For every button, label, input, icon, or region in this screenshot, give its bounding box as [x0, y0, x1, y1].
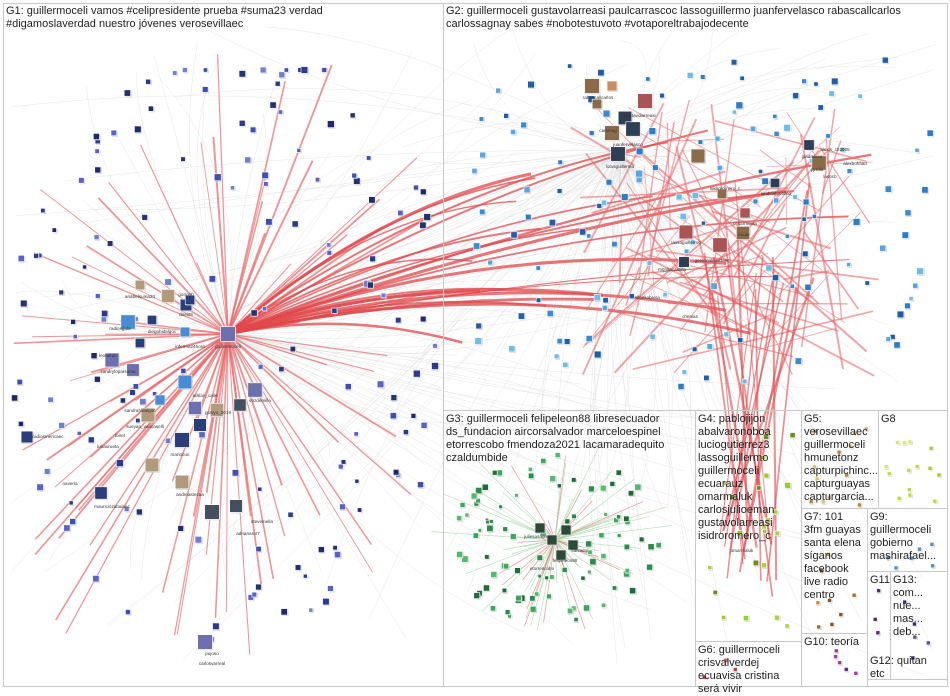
group-label-g4: G4: pablojijon abalvaronoboa luciogutier… — [698, 413, 800, 543]
group-label-g13: G13: com... nue... mas... deb... — [893, 574, 947, 639]
group-label-g11: G11 — [870, 574, 890, 587]
group-label-g9: G9: guillermoceli gobierno mashirafael..… — [870, 511, 946, 563]
group-label-g6: G6: guillermoceli crisvalverdej ecuavisa… — [698, 644, 800, 696]
group-label-g3: G3: guillermoceli felipeleon88 libresecu… — [446, 413, 694, 465]
group-label-g5: G5: verosevillaec guillermoceli hmuneton… — [804, 413, 877, 504]
group-box-g2 — [443, 3, 948, 411]
group-label-g10: G10: teoría — [804, 636, 866, 649]
group-label-g12: G12: quitan etc — [870, 655, 946, 681]
group-label-g1: G1: guillermoceli vamos #celipresidente … — [6, 5, 442, 31]
group-box-g1 — [3, 3, 444, 687]
group-label-g2: G2: guillermoceli gustavolarreasi paulca… — [446, 5, 946, 31]
group-label-g7: G7: 101 3fm guayas santa elena síganos f… — [804, 511, 866, 602]
group-label-g8: G8 — [881, 413, 946, 426]
